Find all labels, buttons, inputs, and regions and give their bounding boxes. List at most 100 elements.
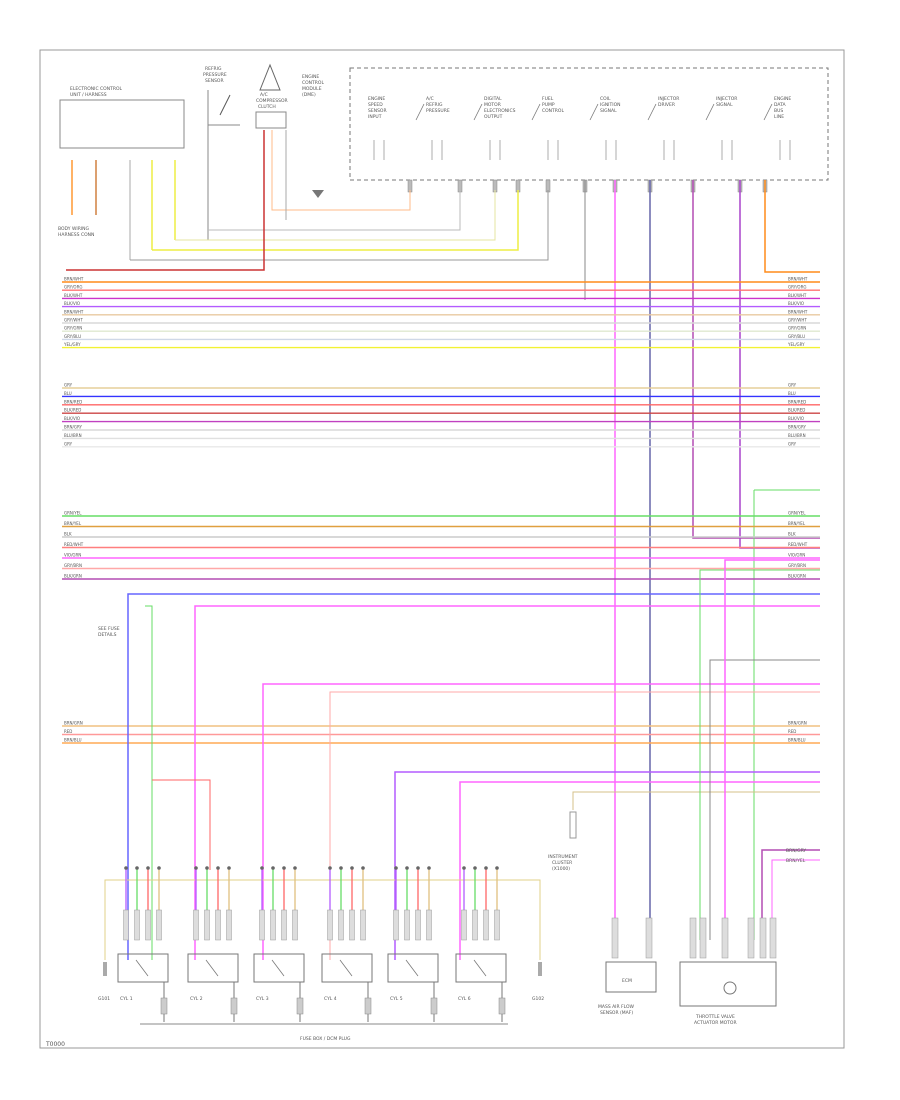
pressure-sensor-label-1: REFRIG [205, 66, 222, 72]
bus-wire-label-left: GRY/BRN [64, 563, 82, 568]
module-section-text: OUTPUT [484, 114, 503, 120]
bus-wire-label-right: BLK [788, 532, 796, 537]
mid-label-2: CLUSTER [552, 860, 572, 866]
ignition-coil-5: CYL 5 [387, 866, 439, 1022]
module-section-text: COIL [600, 96, 611, 102]
coil-ground-right: G102 [532, 996, 544, 1002]
module-section-text: SPEED [368, 102, 383, 108]
refrigerant-pressure-sensor: REFRIG PRESSURE SENSOR [203, 66, 240, 240]
bus-wire-label-left: BRN/WHT [64, 309, 84, 314]
bus-wire-label-left: RED [64, 729, 72, 734]
ground-marker-right [538, 962, 542, 976]
bus-wire-label-left: BLK/VIO [64, 301, 80, 306]
ground-symbol-icon [312, 190, 324, 198]
dme-label: ENGINE CONTROL MODULE (DME) [302, 74, 324, 98]
bus-wire-label-right: BRN/WHT [788, 277, 808, 282]
ac-label-3: CLUTCH [258, 104, 276, 110]
module-section-text: LINE [774, 114, 784, 120]
bus-wire-label-left: GRN/YEL [64, 511, 82, 516]
left-note-2: DETAILS [98, 632, 117, 638]
module-section-text: SIGNAL [600, 108, 617, 114]
bus-wire-label-right: GRY/BRN [788, 563, 806, 568]
bus-wire-label-right: GRY [788, 441, 797, 446]
bus-wire-label-left: BLK/WHT [64, 293, 83, 298]
bus-wire-label-right: GRY [788, 383, 797, 388]
bus-wire-label-right: BLK/VIO [788, 416, 804, 421]
bus-wire-label-left: BLK [64, 532, 72, 537]
bus-wire-label-left: BLU/BRN [64, 433, 82, 438]
dme-label-2: CONTROL [302, 80, 324, 86]
bus-wire-label-right: BLK/WHT [788, 293, 807, 298]
pressure-sensor-label-3: SENSOR [205, 78, 224, 84]
module-section-text: INPUT [368, 114, 382, 120]
mid-label-3: (X1000) [552, 866, 570, 872]
module-section-text: DRIVER [658, 102, 675, 108]
bus-wire-label-right: GRY/GRN [788, 326, 806, 331]
bus-wire-label-right: BRN/GRN [788, 721, 807, 726]
module-section-text: ENGINE [368, 96, 385, 102]
bus-wire-label-right: RED [788, 729, 796, 734]
bus-wire-label-right: BRN/WHT [788, 309, 808, 314]
top-left-caption-line2: HARNESS CONN [58, 232, 94, 238]
module-section-text: DATA [774, 102, 787, 108]
bus-wire-label-left: BRN/GRN [64, 721, 83, 726]
module-section-text: INJECTOR [658, 96, 679, 102]
module-section-text: PUMP [542, 102, 555, 108]
pressure-sensor-label-2: PRESSURE [203, 72, 227, 78]
bus-wire-label-left: BRN/YEL [64, 521, 82, 526]
bus-wire-label-left: YEL/GRY [63, 342, 81, 347]
bottom-label: FUSE BOX / DCM PLUG [300, 1036, 351, 1042]
bus-wire-label-left: BRN/GRY [64, 425, 82, 430]
bus-wire-label-right: BRN/BLU [788, 738, 806, 743]
bus-lines [62, 281, 820, 744]
ac-compressor-clutch: A/C COMPRESSOR CLUTCH [255, 63, 288, 129]
bus-wire-label-left: BLK/GRN [64, 574, 82, 579]
module-section-text: ENGINE [774, 96, 791, 102]
ignition-coil-6: CYL 6 [455, 866, 507, 1022]
module-section-text: INJECTOR [716, 96, 737, 102]
dme-label-1: ENGINE [302, 74, 319, 80]
top-left-connector: ELECTRONIC CONTROL UNIT / HARNESS BODY W… [58, 86, 185, 238]
ac-label-1: A/C [260, 92, 268, 98]
bus-wire-label-right: BRN/RED [788, 399, 806, 404]
ground-marker-left [103, 962, 107, 976]
bus-wire-label-right: RED/WHT [788, 542, 808, 547]
right-caption-2: ACTUATOR MOTOR [694, 1020, 737, 1026]
bus-wire-label-right: BLU [788, 391, 796, 396]
module-section-text: FUEL [542, 96, 554, 102]
bus-wire-label-left: BRN/WHT [64, 277, 84, 282]
left-note-1: SEE FUSE [98, 626, 120, 632]
module-section-text: IGNITION [600, 102, 621, 108]
module-section-text: PRESSURE [426, 108, 450, 114]
ignition-coil-2: CYL 2 [187, 866, 239, 1022]
coil-label: CYL 3 [256, 996, 269, 1002]
coil-label: CYL 4 [324, 996, 337, 1002]
throttle-actuator: THROTTLE VALVE ACTUATOR MOTOR [679, 917, 777, 1026]
coil-harness-rail: FUSE BOX / DCM PLUG [104, 879, 541, 1042]
maf-sensor: ECM MASS AIR FLOW SENSOR (MAF) [598, 917, 657, 1016]
bus-wire-label-left: GRY [64, 441, 73, 446]
coil-label: CYL 2 [190, 996, 203, 1002]
ignition-coil-1: CYL 1 [117, 866, 169, 1022]
dme-label-4: (DME) [302, 92, 316, 98]
diagram-frame [39, 49, 845, 1049]
ignition-coil-4: CYL 4 [321, 866, 373, 1022]
top-left-caption-line1: BODY WIRING [58, 226, 90, 232]
bus-wire-label-left: GRY [64, 383, 73, 388]
bus-wire-label-left: BRN/BLU [64, 738, 82, 743]
coil-label: CYL 1 [120, 996, 133, 1002]
bus-wire-label-left: VIO/GRN [64, 553, 81, 558]
bus-wire-label-right: YEL/GRY [787, 342, 805, 347]
module-section-text: ELECTRONICS [484, 108, 516, 114]
bus-wire-label-left: RED/WHT [64, 542, 84, 547]
coil-label: CYL 5 [390, 996, 403, 1002]
bus-wire-label-left: BLK/VIO [64, 416, 80, 421]
top-wiring [66, 130, 549, 271]
